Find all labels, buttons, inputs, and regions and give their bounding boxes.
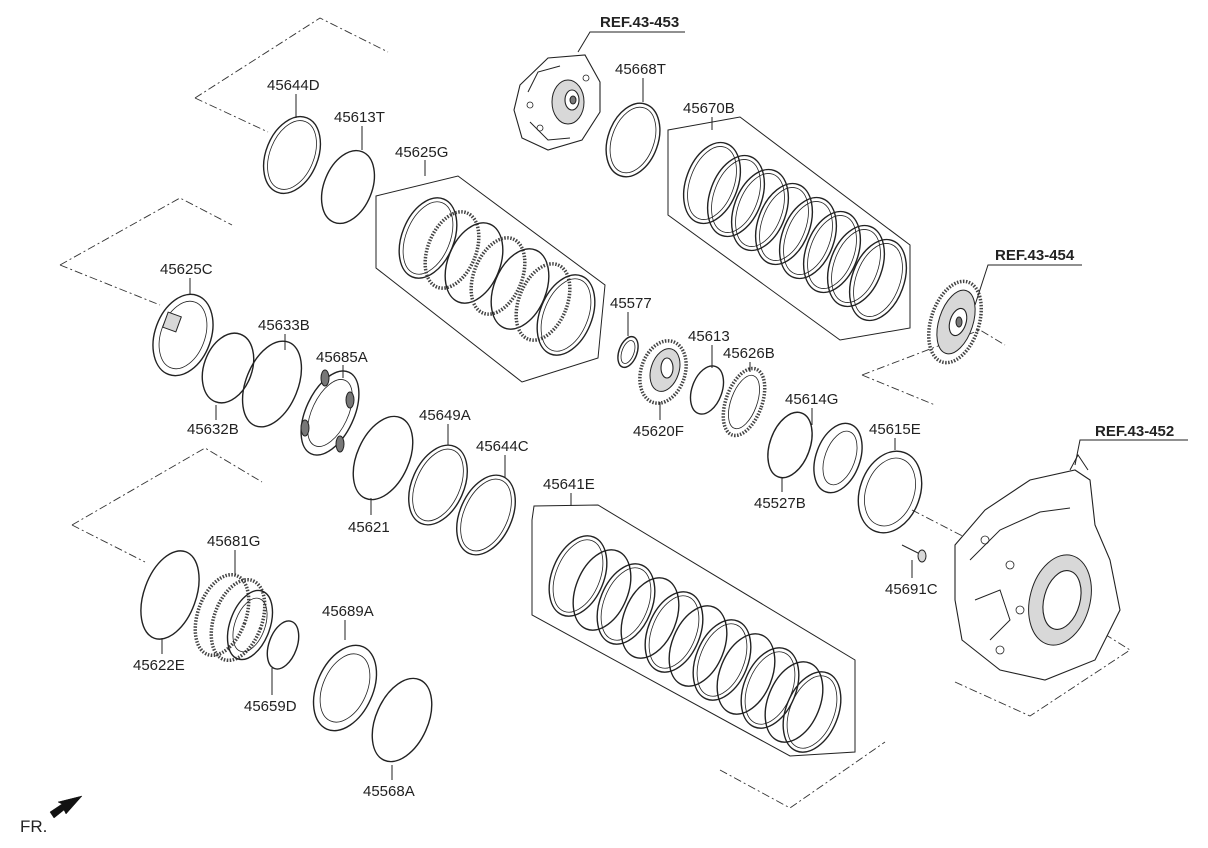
spring-plate-45685A	[300, 369, 360, 456]
part-label-45644C: 45644C	[476, 438, 529, 455]
piston-45614G	[813, 422, 863, 494]
drum-45681G	[193, 572, 274, 663]
snap-ring-45659D	[266, 620, 300, 670]
ring-45527B	[767, 411, 813, 479]
clutch-pack-45641E	[548, 535, 842, 753]
one-way-clutch-45626B	[721, 366, 767, 438]
part-label-45685A: 45685A	[316, 349, 368, 366]
snap-ring-45622E	[140, 550, 200, 640]
part-label-45641E: 45641E	[543, 476, 595, 493]
clutch-pack-45625G	[398, 197, 596, 356]
part-label-45622E: 45622E	[133, 657, 185, 674]
part-label-45691C: 45691C	[885, 581, 938, 598]
boundary-lines	[59, 17, 1131, 809]
snap-ring-45613	[689, 365, 725, 415]
part-label-45613T: 45613T	[334, 109, 385, 126]
ref-43-453-label[interactable]: REF.43-453	[600, 14, 679, 31]
part-label-45614G: 45614G	[785, 391, 838, 408]
part-label-45668T: 45668T	[615, 61, 666, 78]
part-label-45568A: 45568A	[363, 783, 415, 800]
part-label-45670B: 45670B	[683, 100, 735, 117]
pump-housing	[513, 54, 601, 151]
part-label-45615E: 45615E	[869, 421, 921, 438]
transmission-case	[954, 454, 1121, 681]
part-label-45625G: 45625G	[395, 144, 448, 161]
part-label-45625C: 45625C	[160, 261, 213, 278]
front-orientation-marker: FR.	[20, 795, 83, 836]
retainer-45625C	[152, 293, 214, 377]
plate-stack-45670B	[682, 141, 908, 322]
front-arrow-icon	[49, 795, 83, 819]
ref-43-454-label[interactable]: REF.43-454	[995, 247, 1075, 264]
hub-45620F	[638, 339, 688, 405]
part-label-45626B: 45626B	[723, 345, 775, 362]
part-labels: REF.43-453 REF.43-454 REF.43-452 45644D …	[133, 14, 1174, 800]
part-label-45689A: 45689A	[322, 603, 374, 620]
part-label-45681G: 45681G	[207, 533, 260, 550]
part-label-45659D: 45659D	[244, 698, 297, 715]
retainer-45615E	[857, 450, 923, 534]
front-label: FR.	[20, 817, 47, 836]
snap-ring-45668T	[605, 102, 661, 178]
part-label-45649A: 45649A	[419, 407, 471, 424]
retainer-45689A	[312, 644, 378, 732]
ring-45644D	[262, 115, 322, 195]
bolt-45691C	[901, 544, 927, 563]
part-label-45633B: 45633B	[258, 317, 310, 334]
leader-lines	[161, 31, 1188, 780]
part-label-45644D: 45644D	[267, 77, 320, 94]
part-label-45632B: 45632B	[187, 421, 239, 438]
part-label-45621: 45621	[348, 519, 390, 536]
group-frames	[375, 116, 911, 757]
ring-45633B	[241, 340, 303, 428]
part-label-45577: 45577	[610, 295, 652, 312]
ref-43-452-label[interactable]: REF.43-452	[1095, 423, 1174, 440]
ring-45632B	[201, 332, 255, 404]
part-label-45613: 45613	[688, 328, 730, 345]
ring-45649A	[408, 444, 468, 526]
part-label-45527B: 45527B	[754, 495, 806, 512]
ring-45644C	[456, 474, 516, 556]
snap-ring-45568A	[371, 677, 433, 763]
part-label-45620F: 45620F	[633, 423, 684, 440]
gear-ref-454	[926, 279, 984, 365]
snap-ring-45621	[352, 415, 414, 501]
snap-ring-45613T	[320, 149, 376, 225]
ring-45577	[617, 335, 639, 369]
